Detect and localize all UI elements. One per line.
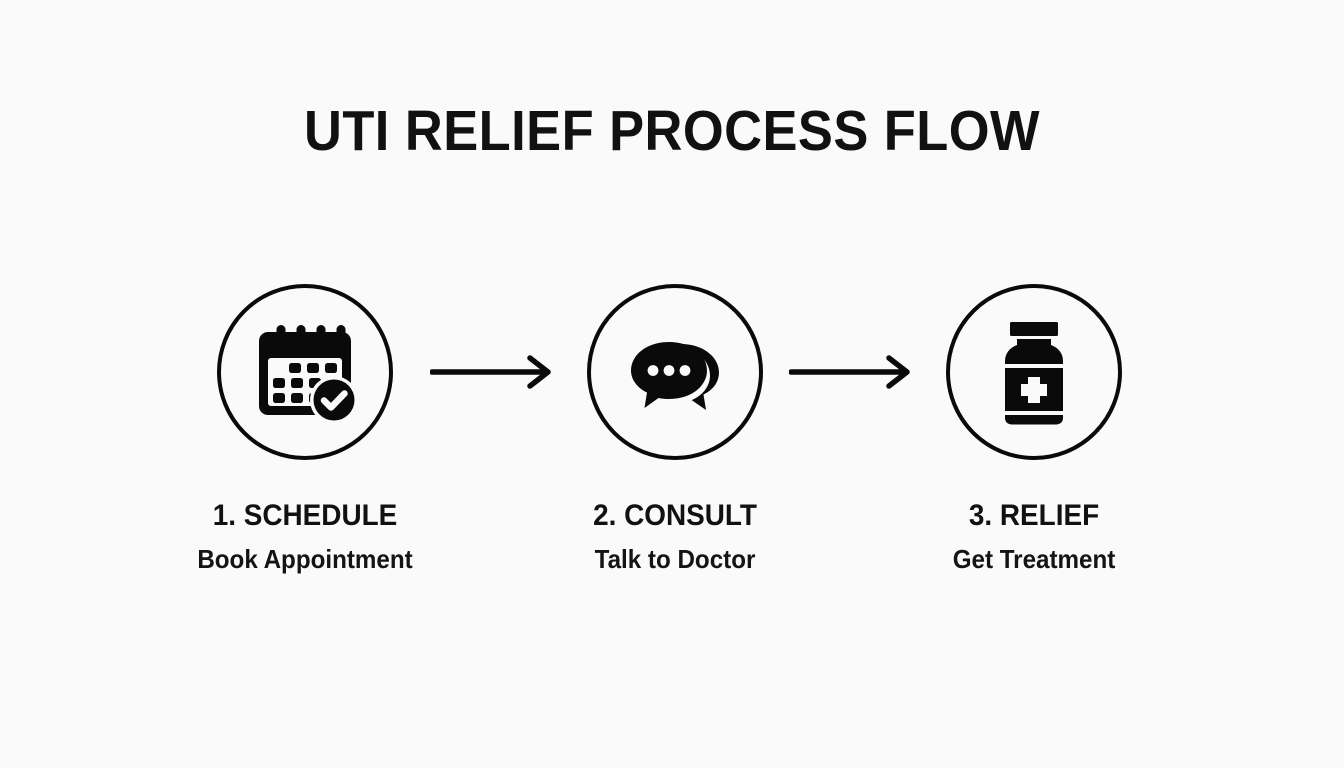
step-1-subtitle: Book Appointment [197,543,413,574]
calendar-check-icon [259,325,358,424]
step-3-circle [946,284,1122,460]
step-2-circle [587,284,763,460]
step-1-circle [217,284,393,460]
flow-step-relief[interactable]: 3. RELIEF Get Treatment [884,284,1184,573]
flow-step-consult[interactable]: 2. CONSULT Talk to Doctor [525,284,825,573]
connector-2 [788,354,915,390]
page-title: UTI RELIEF PROCESS FLOW [303,99,1040,163]
step-2-title: 2. CONSULT [593,499,757,532]
medicine-bottle-icon [1005,322,1063,425]
step-3-subtitle: Get Treatment [952,543,1116,574]
chat-bubbles-icon [631,342,719,413]
connector-1 [429,354,556,390]
arrow-right-icon [429,355,551,389]
step-2-subtitle: Talk to Doctor [594,543,756,574]
step-1-title: 1. SCHEDULE [212,499,398,532]
step-3-title: 3. RELIEF [968,499,1100,532]
arrow-right-icon [788,355,910,389]
flow-step-schedule[interactable]: 1. SCHEDULE Book Appointment [155,284,455,573]
process-flow: 1. SCHEDULE Book Appointment [0,284,1344,584]
